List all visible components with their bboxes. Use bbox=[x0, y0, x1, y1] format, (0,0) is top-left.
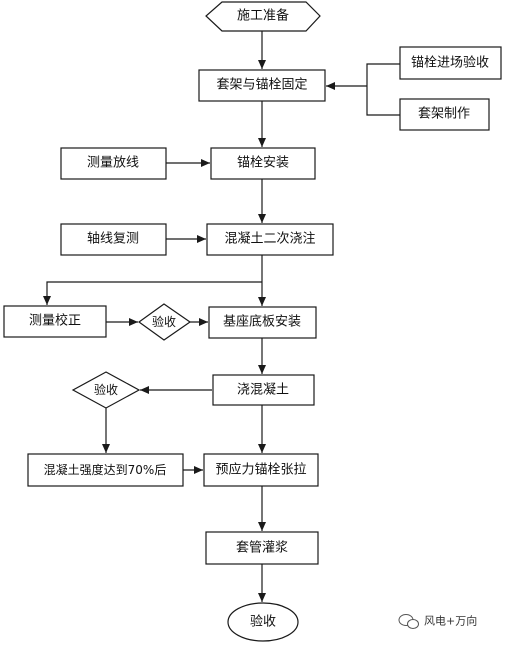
base-plate-label: 基座底板安装 bbox=[223, 314, 301, 330]
axis-recheck-label: 轴线复测 bbox=[87, 232, 139, 247]
watermark-text: 风电+万向 bbox=[424, 614, 477, 628]
concrete-second-pour-label: 混凝土二次浇注 bbox=[224, 231, 315, 247]
survey-setout-box: 测量放线 bbox=[60, 147, 167, 180]
survey-setout-label: 测量放线 bbox=[87, 156, 139, 171]
strength-70-label: 混凝土强度达到70%后 bbox=[44, 462, 167, 477]
grouting-label: 套管灌浆 bbox=[236, 540, 288, 556]
anchor-acceptance-box: 锚栓进场验收 bbox=[399, 46, 502, 80]
casing-make-box: 套架制作 bbox=[399, 98, 490, 131]
anchor-install-box: 锚栓安装 bbox=[210, 147, 316, 180]
axis-recheck-box: 轴线复测 bbox=[60, 223, 167, 256]
inspection-1-label: 验收 bbox=[152, 314, 176, 329]
concrete-second-pour-box: 混凝土二次浇注 bbox=[206, 223, 334, 256]
start-node: 施工准备 bbox=[205, 1, 321, 32]
branch-to-survey-correct bbox=[43, 281, 262, 305]
end-node: 验收 bbox=[227, 602, 299, 642]
start-node-label: 施工准备 bbox=[237, 8, 289, 24]
casing-make-label: 套架制作 bbox=[418, 106, 470, 122]
base-plate-box: 基座底板安装 bbox=[208, 306, 317, 339]
strength-70-box: 混凝土强度达到70%后 bbox=[27, 453, 184, 487]
inspection-diamond-1: 验收 bbox=[137, 303, 192, 341]
survey-correct-label: 测量校正 bbox=[29, 313, 81, 329]
grouting-box: 套管灌浆 bbox=[205, 531, 319, 565]
inspection-diamond-2: 验收 bbox=[71, 371, 141, 409]
anchor-acceptance-label: 锚栓进场验收 bbox=[411, 55, 489, 71]
prestress-label: 预应力锚栓张拉 bbox=[215, 462, 306, 478]
wechat-icon bbox=[398, 614, 419, 629]
watermark: 风电+万向 bbox=[398, 614, 477, 629]
pour-concrete-box: 浇混凝土 bbox=[212, 374, 315, 406]
inspection-2-label: 验收 bbox=[94, 382, 118, 397]
bracket-right bbox=[366, 63, 400, 116]
anchor-install-label: 锚栓安装 bbox=[237, 156, 289, 171]
casing-fix-box: 套架与锚栓固定 bbox=[198, 69, 326, 102]
survey-correct-box: 测量校正 bbox=[3, 305, 107, 338]
end-node-label: 验收 bbox=[250, 614, 276, 630]
connectors bbox=[43, 31, 400, 602]
pour-concrete-label: 浇混凝土 bbox=[237, 382, 289, 398]
casing-fix-label: 套架与锚栓固定 bbox=[216, 77, 307, 93]
prestress-box: 预应力锚栓张拉 bbox=[203, 453, 319, 487]
